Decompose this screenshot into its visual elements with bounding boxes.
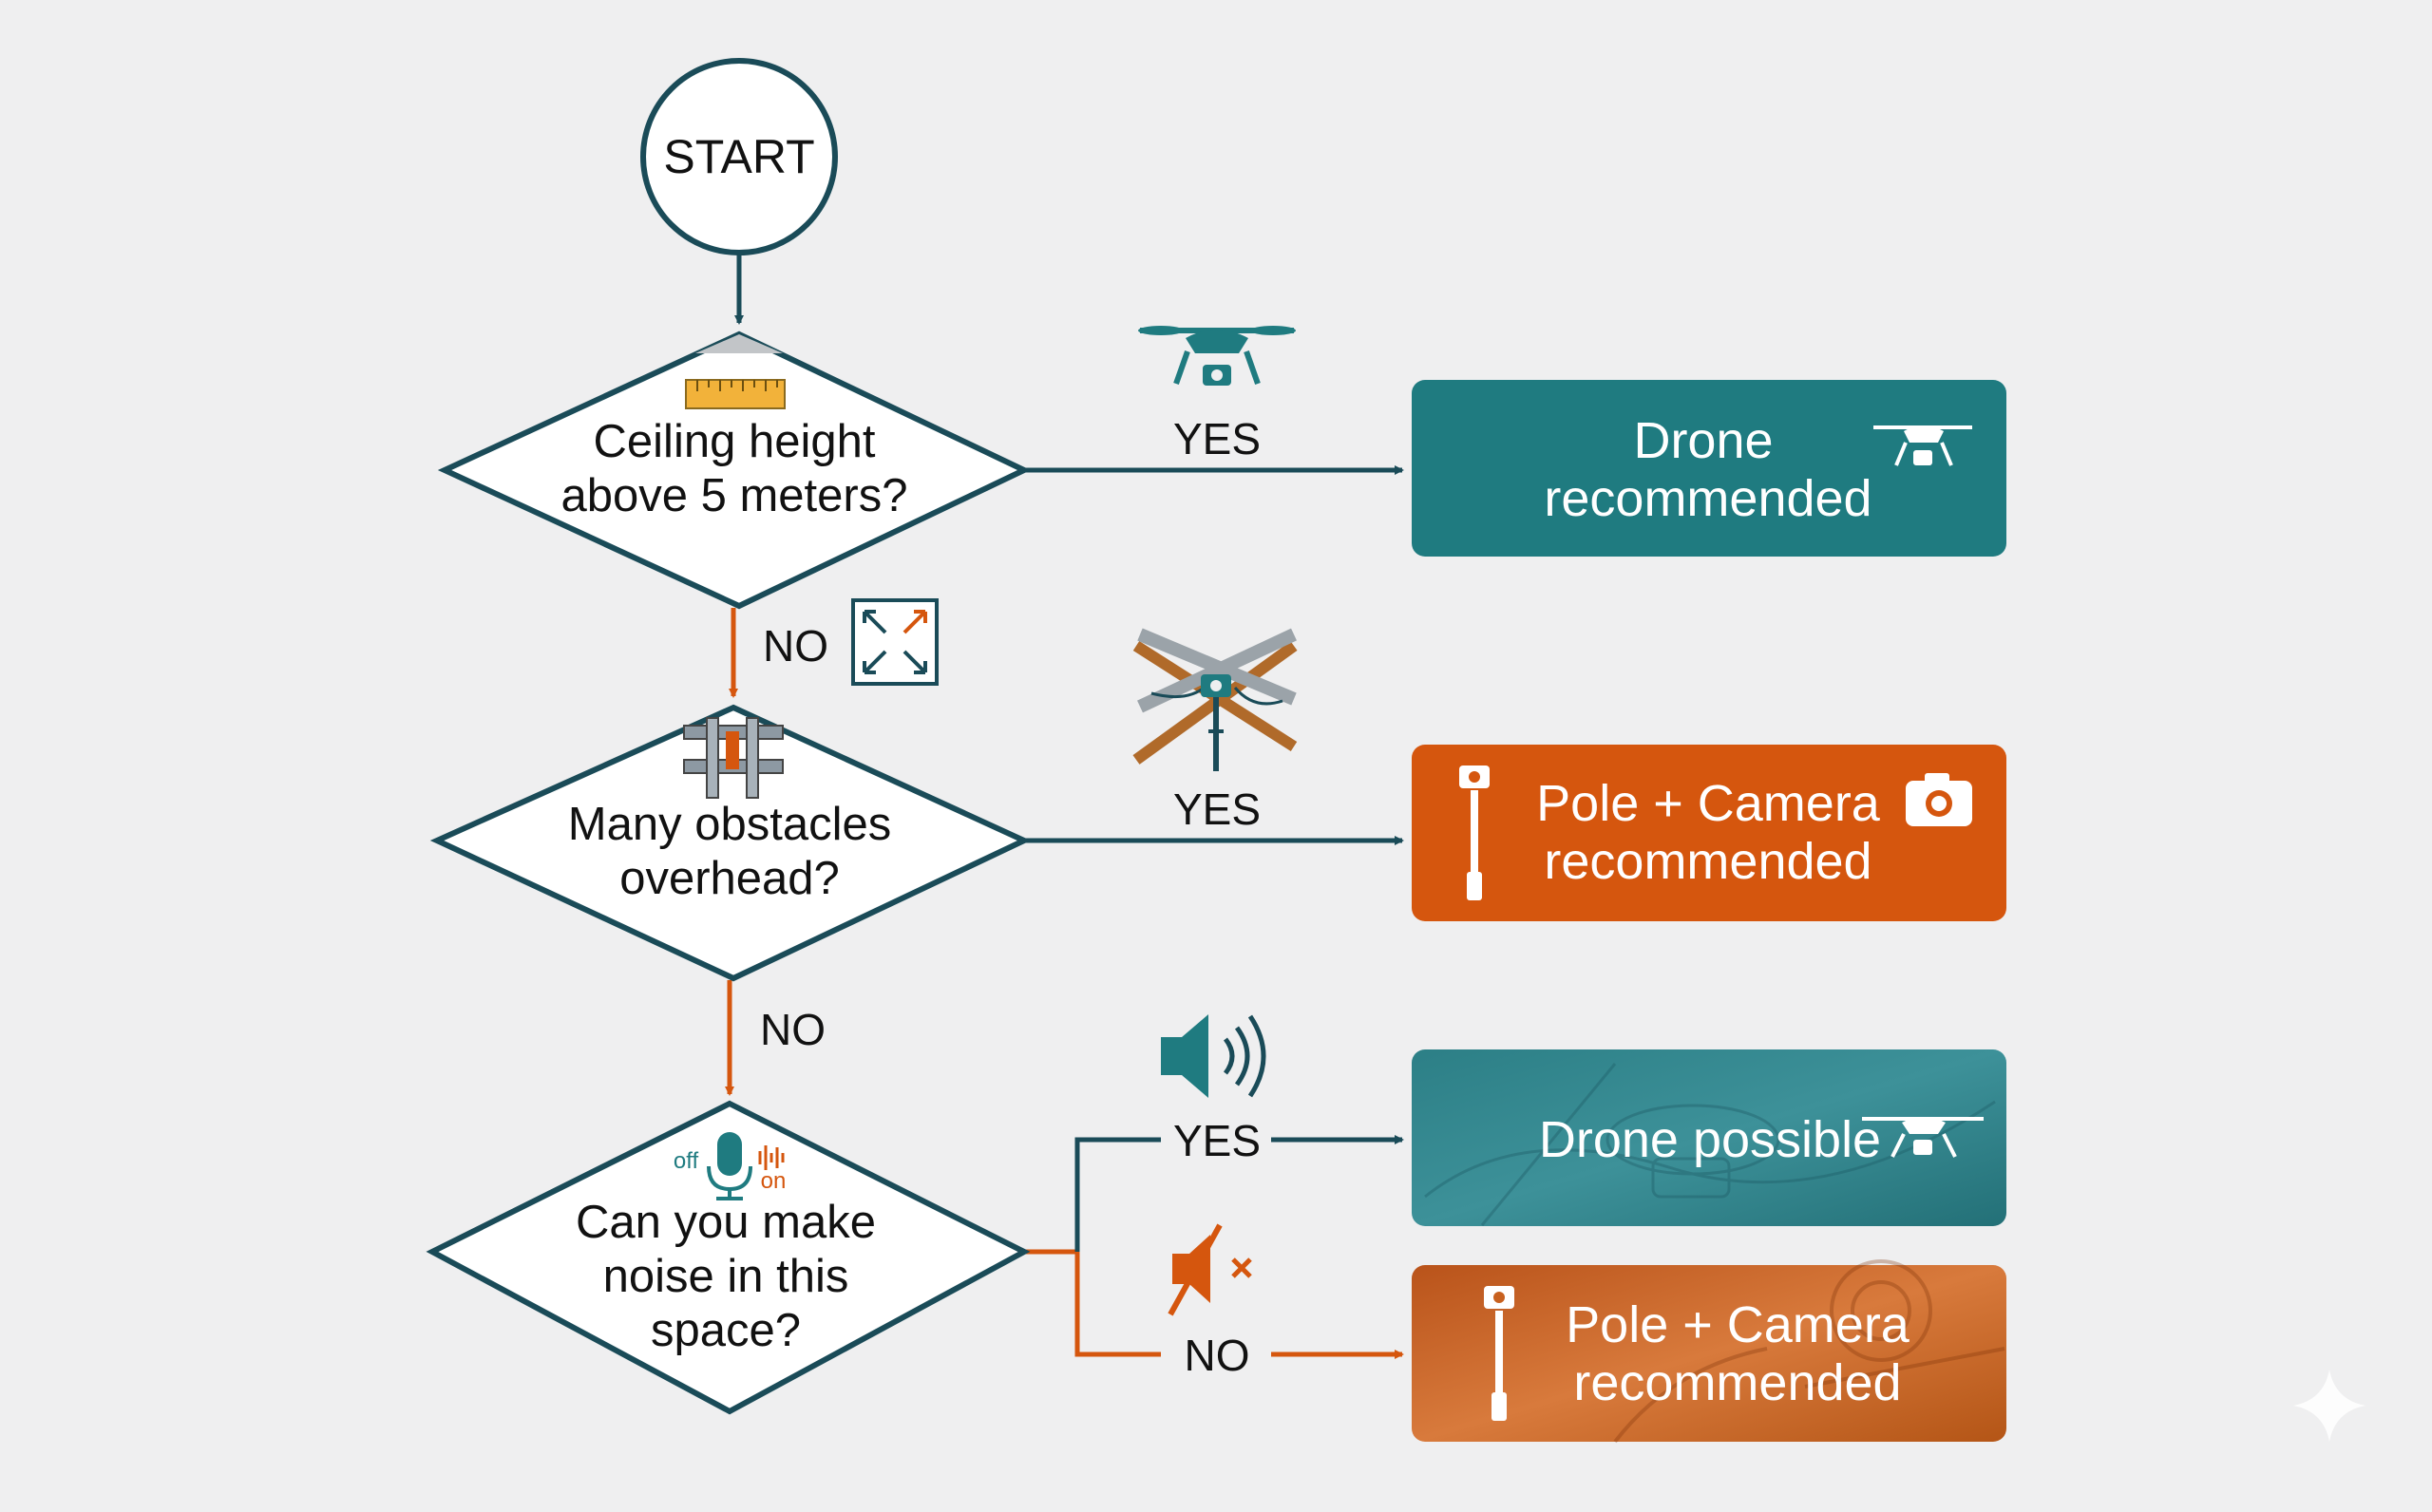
question-line: Can you make xyxy=(576,1197,876,1248)
question-line: overhead? xyxy=(619,853,840,904)
result-pole-camera-recommended-noise: Pole + Camera recommended xyxy=(1412,1259,2006,1444)
mic-on-label: on xyxy=(761,1168,787,1194)
question-line: above 5 meters? xyxy=(561,470,908,521)
drone-icon xyxy=(1862,1117,1984,1158)
result-line: Pole + Camera xyxy=(1536,775,1881,832)
pole-camera-icon xyxy=(1484,1286,1514,1421)
mic-off-label: off xyxy=(674,1148,699,1174)
question-line: Many obstacles xyxy=(568,799,891,850)
expand-icon xyxy=(851,598,939,686)
sparkle-icon xyxy=(2293,1370,2366,1442)
edge-label-no: NO xyxy=(1185,1331,1250,1380)
pole-camera-icon xyxy=(1459,765,1490,900)
muted-speaker-icon xyxy=(1168,1223,1252,1316)
result-line: Drone possible xyxy=(1539,1111,1881,1168)
drone-icon xyxy=(1873,425,1972,466)
arrow-q3-yes-branch xyxy=(1074,1137,1161,1252)
question-obstacles: Many obstacles overhead? xyxy=(429,704,1032,982)
result-drone-possible: Drone possible xyxy=(1412,1049,2006,1226)
result-drone-recommended: Drone recommended xyxy=(1412,380,2006,557)
start-label: START xyxy=(663,130,814,183)
camera-icon xyxy=(1906,773,1972,826)
question-line: Ceiling height xyxy=(594,416,876,467)
result-line: Drone xyxy=(1633,412,1773,469)
arrow-q3-no-branch xyxy=(1074,1252,1161,1357)
start-node: START xyxy=(640,58,838,255)
result-line: Pole + Camera xyxy=(1566,1296,1910,1353)
result-line: recommended xyxy=(1573,1354,1901,1411)
question-noise: off on Can you make noise in this space? xyxy=(426,1100,1031,1415)
question-line: noise in this xyxy=(603,1251,849,1302)
speaker-icon xyxy=(1161,1014,1266,1098)
beams-camera-icon xyxy=(1132,628,1298,771)
result-pole-camera-recommended: Pole + Camera recommended xyxy=(1412,745,2006,921)
question-ceiling-height: Ceiling height above 5 meters? xyxy=(437,331,1031,610)
edge-label-yes: YES xyxy=(1173,784,1261,834)
question-line: space? xyxy=(651,1305,801,1356)
microphone-icon xyxy=(707,1132,785,1200)
edge-label-no: NO xyxy=(760,1005,826,1054)
result-line: recommended xyxy=(1544,833,1872,890)
drone-icon xyxy=(1138,326,1296,386)
pipes-icon xyxy=(683,717,784,799)
connectors xyxy=(725,251,1404,1359)
ruler-icon xyxy=(685,379,786,409)
edge-label-no: NO xyxy=(763,621,828,671)
result-line: recommended xyxy=(1544,470,1872,527)
edge-label-yes: YES xyxy=(1173,1116,1261,1165)
edge-label-yes: YES xyxy=(1173,414,1261,463)
